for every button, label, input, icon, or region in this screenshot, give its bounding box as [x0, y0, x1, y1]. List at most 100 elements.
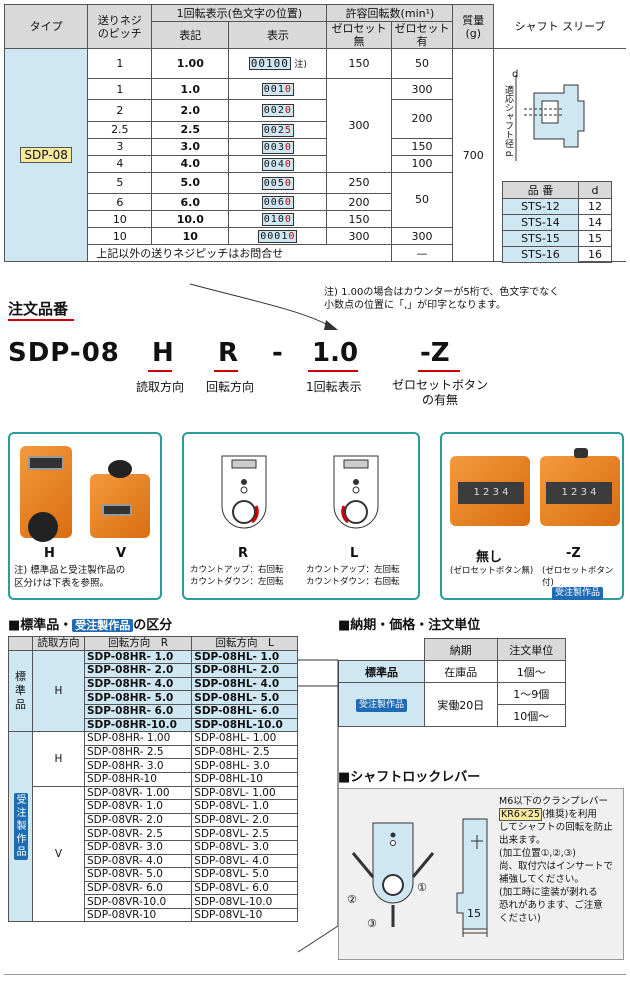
- row6-pitch: 5: [87, 171, 153, 195]
- row9-rpm-nz: 300: [326, 227, 392, 245]
- made-v-l-cell: SDP-08VL- 6.0: [191, 880, 298, 896]
- std-l-cell: SDP-08HL- 6.0: [191, 703, 298, 719]
- sleeve-diameter-label: 適応シャフト径 d: [503, 85, 514, 157]
- sleeve-th-d: d: [577, 181, 613, 199]
- lever-drawing: [351, 818, 488, 937]
- order-title: 注文品番: [8, 298, 75, 321]
- row6-rpm-nz: 250: [326, 171, 392, 195]
- lever-text: M6以下のクランプレバー KR6×25(推奨)を利用 してシャフトの回転を防止 …: [499, 795, 623, 925]
- lever-pos-1: ①: [417, 881, 427, 894]
- made-h-label: H: [32, 731, 85, 787]
- label-v: V: [116, 546, 127, 561]
- made-v-label: V: [32, 785, 85, 923]
- counter-h-shaft: [28, 512, 58, 542]
- spec-footer-dash: —: [390, 244, 454, 262]
- delivery-title: ■納期・価格・注文単位: [338, 618, 481, 633]
- made-v-r-cell: SDP-08VR- 6.0: [83, 880, 193, 896]
- std-l-cell: SDP-08HL- 2.0: [191, 663, 298, 678]
- row5-pitch: 4: [87, 154, 153, 173]
- made-v-l-cell: SDP-08VL- 5.0: [191, 867, 298, 882]
- row1-display-digits: 001: [263, 84, 285, 96]
- made-h-r-cell: SDP-08HR- 1.00: [83, 731, 193, 746]
- delivery-th-unit: 注文単位: [496, 638, 567, 661]
- label-rot-dir: 回転方向: [206, 380, 255, 394]
- std-th-r: 回転方向 R: [83, 636, 193, 651]
- row6-display-red: 0: [284, 177, 292, 189]
- row6-display-digits: 005: [263, 177, 285, 189]
- row5-display-digits: 004: [263, 158, 285, 170]
- row1-rpm-z: 300: [390, 77, 454, 101]
- th-shaft: シャフト スリーブ: [493, 4, 626, 49]
- row1-display: 0010: [228, 77, 328, 101]
- sleeve-d: 12: [577, 198, 613, 215]
- made-v-l-cell: SDP-08VL- 4.0: [191, 853, 298, 869]
- lever-dim: 15: [467, 907, 481, 920]
- row7-display-digits: 006: [263, 197, 285, 208]
- bottom-rule: [4, 974, 626, 975]
- rpm-nz-300: 300: [326, 78, 392, 173]
- std-th-read: 読取方向: [32, 636, 85, 651]
- std-r-cell: SDP-08HR- 2.0: [83, 663, 193, 678]
- spec-footer-text: 上記以外の送りネジピッチはお問合せ: [87, 244, 392, 262]
- made-h-l-cell: SDP-08HL- 1.00: [191, 731, 298, 746]
- row3-display: 0025: [228, 120, 328, 139]
- row4-rpm-z: 150: [390, 137, 454, 156]
- z-badge: 受注製作品: [552, 580, 604, 600]
- row5-rpm-z: 100: [390, 154, 454, 173]
- counter-v-shaft: [108, 460, 132, 478]
- order-code-val: 1.0: [312, 338, 359, 368]
- row0-notation: 1.00: [151, 48, 230, 79]
- label-zero-button: ゼロセットボタン の有無: [392, 378, 489, 407]
- std-group-label: 標 準 品: [8, 649, 33, 733]
- label-none: 無し: [476, 550, 503, 565]
- panel-rotation-direction: R L カウントアップ：右回転 カウントダウン：左回転 カウントアップ：左回転 …: [182, 432, 420, 600]
- order-code-z: -Z: [420, 338, 450, 368]
- footnote: 注) 1.00の場合はカウンターが5桁で、色文字でなく 小数点の位置に「,」が印…: [324, 287, 560, 311]
- th-allowed-rpm: 許容回転数(min¹): [326, 4, 454, 22]
- delivery-std-label: 標準品: [338, 660, 425, 683]
- std-r-cell: SDP-08HR-10.0: [83, 717, 193, 733]
- sleeve-drawing: [515, 75, 585, 161]
- std-r-cell: SDP-08HR- 6.0: [83, 703, 193, 719]
- made-h-l-cell: SDP-08HL- 2.5: [191, 744, 298, 760]
- z-badge-text: 受注製作品: [552, 587, 604, 600]
- section-connector: [297, 659, 339, 953]
- lever-title: ■シャフトロックレバー: [338, 770, 481, 785]
- order-connector-lines: [189, 283, 338, 330]
- panel-zero-button: 1 2 3 4 1 2 3 4 無し -Z (ゼロセットボタン無) (ゼロセット…: [440, 432, 624, 600]
- th-display: 表示: [228, 21, 328, 49]
- row3-display-red: 5: [284, 124, 292, 136]
- order-code-r: R: [218, 338, 239, 368]
- th-rev-display: 1回転表示(色文字の位置): [151, 4, 328, 22]
- delivery-made-badge: 受注製作品: [355, 699, 407, 712]
- row0-note-marker: 注): [294, 60, 307, 70]
- made-v-l-cell: SDP-08VL- 1.00: [191, 785, 298, 801]
- made-v-l-cell: SDP-08VL- 2.5: [191, 826, 298, 841]
- row4-display-red: 0: [284, 141, 292, 153]
- row9-pitch: 10: [87, 227, 153, 245]
- lever-panel: ② ① ③ 15 M6以下のクランプレバー KR6×25(推奨)を利用 してシャ…: [338, 788, 624, 960]
- std-th-l: 回転方向 L: [191, 636, 298, 651]
- made-v-r-cell: SDP-08VR- 1.0: [83, 799, 193, 814]
- row7-display-red: 0: [284, 197, 292, 208]
- delivery-made-unit2: 10個〜: [496, 704, 567, 727]
- made-v-r-cell: SDP-08VR-10: [83, 907, 193, 923]
- row0-display-last: 0: [281, 57, 289, 70]
- underline-h: [148, 370, 172, 372]
- std-h-label: H: [32, 649, 85, 733]
- label-rev-display: 1回転表示: [306, 380, 362, 394]
- std-title-badge: 受注製作品: [72, 619, 134, 632]
- row8-display: 0100: [228, 210, 328, 228]
- row1-notation: 1.0: [151, 77, 230, 101]
- sleeve-part: STS-12: [502, 198, 579, 215]
- panel-reading-direction: H V 注) 標準品と受注製作品の 区分けは下表を参照。: [8, 432, 162, 600]
- made-h-r-cell: SDP-08HR- 3.0: [83, 758, 193, 773]
- lever-pos-3: ③: [367, 917, 377, 930]
- counter-no-zero-window: 1 2 3 4: [458, 482, 524, 504]
- std-l-cell: SDP-08HL- 4.0: [191, 676, 298, 692]
- underline-z: [418, 370, 460, 372]
- made-v-r-cell: SDP-08VR-10.0: [83, 894, 193, 909]
- std-title-suffix: の区分: [133, 618, 173, 633]
- order-code-base: SDP-08: [8, 338, 120, 368]
- row0-rpm-nz: 150: [326, 48, 392, 79]
